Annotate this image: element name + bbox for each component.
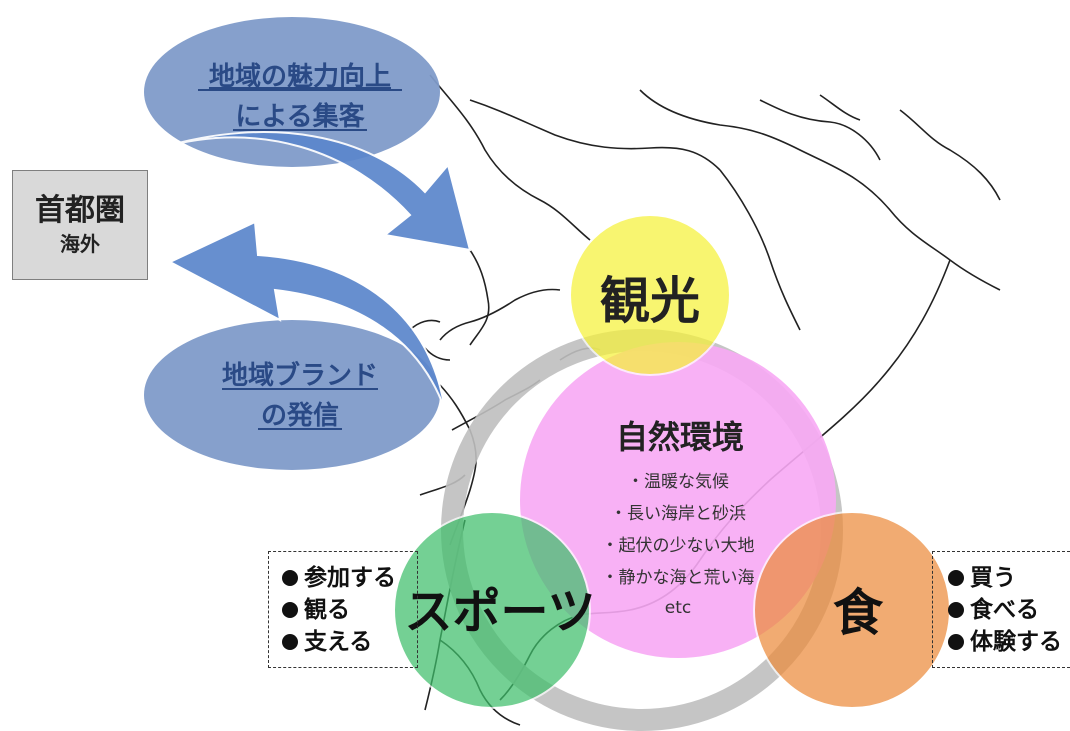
sports-action-label: 支える bbox=[304, 629, 373, 655]
bullet-icon bbox=[282, 602, 298, 618]
food-action-label: 体験する bbox=[970, 629, 1062, 655]
inbound-text-line1: 地域の魅力向上 bbox=[209, 61, 391, 92]
list-item: 食べる bbox=[948, 594, 1062, 626]
list-item: 参加する bbox=[282, 562, 396, 594]
food-action-label: 買う bbox=[970, 565, 1016, 591]
sports-circle bbox=[393, 511, 591, 709]
sports-actions-list: 参加する 観る 支える bbox=[282, 562, 396, 658]
food-actions-box bbox=[932, 551, 1070, 668]
outbound-text-line1: 地域ブランド bbox=[222, 360, 378, 391]
sports-action-label: 観る bbox=[304, 597, 350, 623]
inbound-arrow bbox=[159, 131, 472, 252]
outbound-arrow bbox=[167, 220, 446, 411]
list-item: 体験する bbox=[948, 626, 1062, 658]
outbound-text-line2: の発信 bbox=[261, 401, 339, 431]
nature-item-4: ・静かな海と荒い海 bbox=[602, 568, 755, 588]
tourism-label: 観光 bbox=[600, 272, 700, 330]
nature-item-2: ・長い海岸と砂浜 bbox=[610, 504, 746, 524]
bullet-icon bbox=[282, 634, 298, 650]
bullet-icon bbox=[948, 570, 964, 586]
list-item: 観る bbox=[282, 594, 396, 626]
bullet-icon bbox=[948, 634, 964, 650]
food-actions-list: 買う 食べる 体験する bbox=[948, 562, 1062, 658]
nature-item-1: ・温暖な気候 bbox=[627, 472, 729, 492]
nature-item-3: ・起伏の少ない大地 bbox=[602, 536, 755, 556]
bullet-icon bbox=[282, 570, 298, 586]
outbound-ellipse bbox=[144, 320, 440, 470]
source-region-main: 首都圏 bbox=[35, 193, 125, 228]
bullet-icon bbox=[948, 602, 964, 618]
food-label: 食 bbox=[833, 584, 884, 642]
nature-item-etc: etc bbox=[665, 598, 691, 618]
sports-label: スポーツ bbox=[404, 584, 595, 640]
nature-circle bbox=[520, 342, 836, 658]
tourism-circle bbox=[569, 214, 731, 376]
source-region-box: 首都圏 海外 bbox=[12, 170, 148, 280]
inbound-text-line2: による集客 bbox=[235, 101, 365, 132]
list-item: 買う bbox=[948, 562, 1062, 594]
source-region-sub: 海外 bbox=[60, 232, 100, 256]
sports-actions-box bbox=[268, 551, 418, 668]
sports-action-label: 参加する bbox=[304, 565, 396, 591]
nature-label: 自然環境 bbox=[616, 418, 744, 456]
list-item: 支える bbox=[282, 626, 396, 658]
food-action-label: 食べる bbox=[970, 597, 1039, 623]
